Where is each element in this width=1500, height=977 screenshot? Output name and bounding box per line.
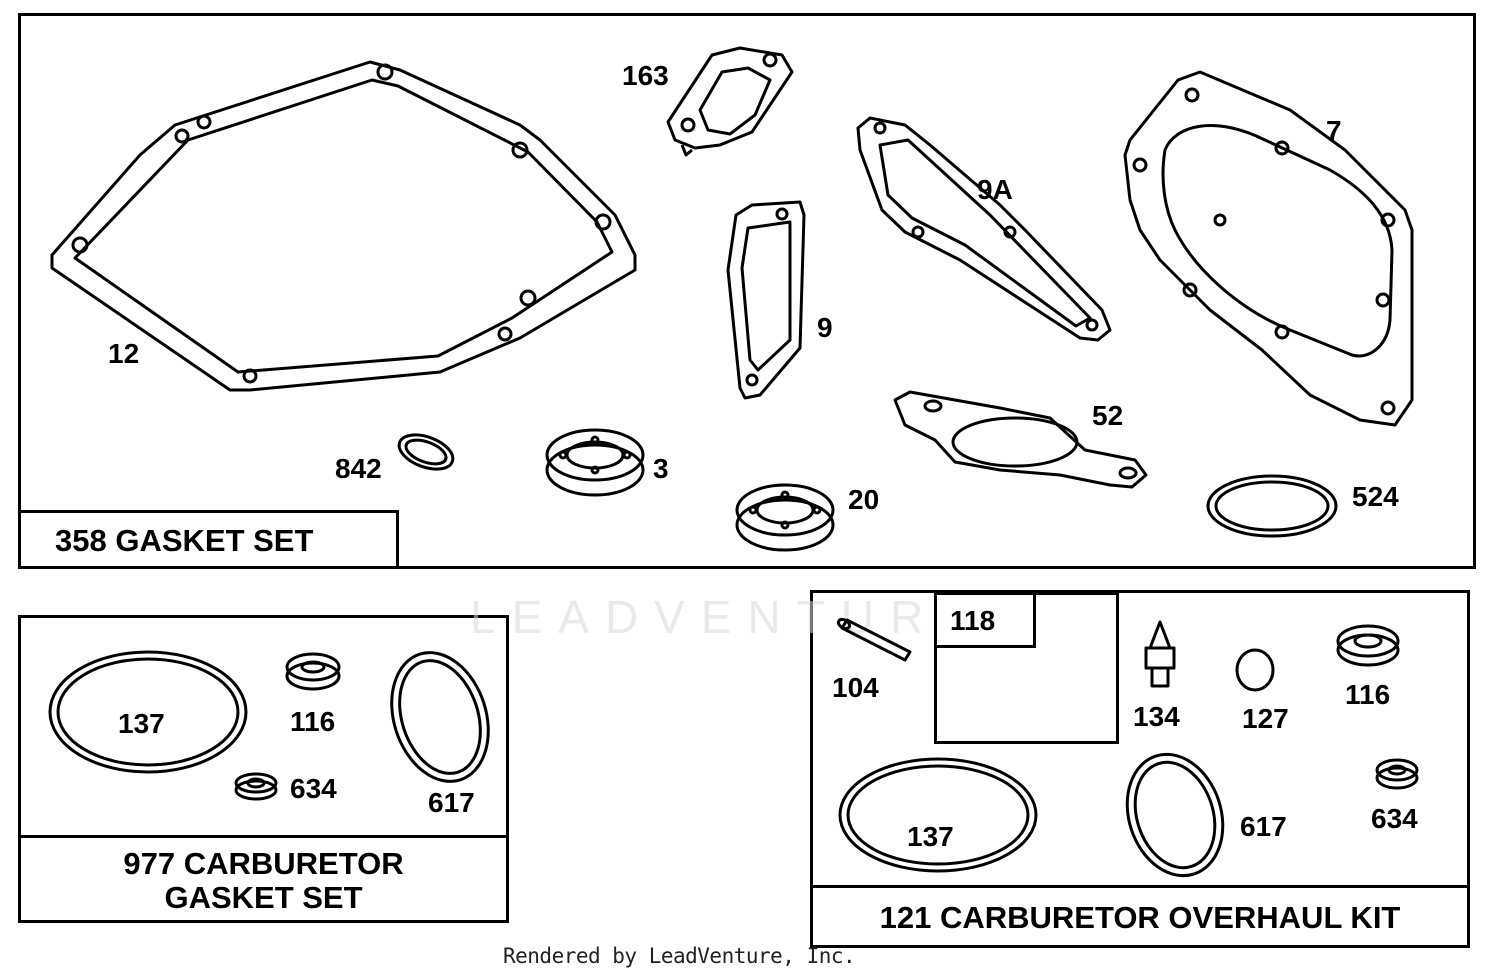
sub-kit-118-label-box (934, 592, 1036, 648)
carb-overhaul-kit-title-box: 121 CARBURETOR OVERHAUL KIT (810, 885, 1470, 948)
part-9-gasket (726, 200, 806, 400)
callout-12: 12 (108, 338, 140, 369)
part-20-seal (735, 483, 835, 552)
part-137-ring-a (48, 650, 248, 774)
callout-9a: 9A (977, 174, 1013, 205)
callout-104: 104 (832, 672, 879, 703)
callout-524: 524 (1352, 481, 1399, 512)
callout-118: 118 (950, 605, 996, 636)
callout-137-b: 137 (907, 821, 954, 852)
gasket-set-panel (18, 13, 1476, 569)
part-7-head-gasket (1123, 70, 1414, 427)
callout-842: 842 (335, 453, 382, 484)
callout-3: 3 (653, 453, 669, 484)
carb-gasket-set-title-box: 977 CARBURETOR GASKET SET (18, 835, 509, 923)
part-617-ring-b (1125, 752, 1225, 878)
callout-7: 7 (1326, 115, 1342, 146)
part-104-pin (836, 617, 912, 662)
part-137-ring-b (838, 757, 1038, 873)
footer-credit: Rendered by LeadVenture, Inc. (503, 944, 856, 968)
part-127-plug (1235, 648, 1275, 692)
watermark: LEADVENTURE (470, 591, 986, 643)
callout-116-a: 116 (290, 706, 336, 737)
callout-163: 163 (622, 60, 669, 91)
callout-137-a: 137 (118, 708, 165, 739)
callout-9: 9 (817, 312, 833, 343)
part-842-oring (397, 433, 455, 471)
gasket-set-title: 358 GASKET SET (55, 523, 314, 558)
part-52-gasket (893, 390, 1148, 489)
part-134-float-needle (1144, 620, 1176, 688)
callout-116-b: 116 (1345, 679, 1391, 710)
callout-20: 20 (848, 484, 880, 515)
callout-634-a: 634 (290, 773, 337, 804)
callout-134: 134 (1133, 701, 1180, 732)
part-12-crankcase-gasket (50, 60, 637, 392)
gasket-set-title-box: 358 GASKET SET (18, 510, 399, 569)
part-634-washer-a (234, 772, 278, 801)
callout-617-b: 617 (1240, 811, 1287, 842)
part-617-ring-a (390, 651, 490, 783)
part-634-washer-b (1375, 758, 1419, 790)
carb-overhaul-kit-title: 121 CARBURETOR OVERHAUL KIT (879, 900, 1401, 935)
callout-617-a: 617 (428, 787, 475, 818)
callout-52: 52 (1092, 400, 1124, 431)
part-524-ring (1206, 474, 1338, 538)
part-163-gasket (666, 46, 794, 157)
part-9a-gasket (856, 116, 1112, 342)
part-3-seal (545, 428, 645, 497)
part-116-washer-a (285, 652, 341, 691)
carb-gasket-set-title-line2: GASKET SET (164, 880, 363, 915)
part-116-washer-b (1336, 624, 1400, 667)
callout-127: 127 (1242, 703, 1289, 734)
callout-634-b: 634 (1371, 803, 1418, 834)
carb-gasket-set-title-line1: 977 CARBURETOR (123, 846, 404, 881)
